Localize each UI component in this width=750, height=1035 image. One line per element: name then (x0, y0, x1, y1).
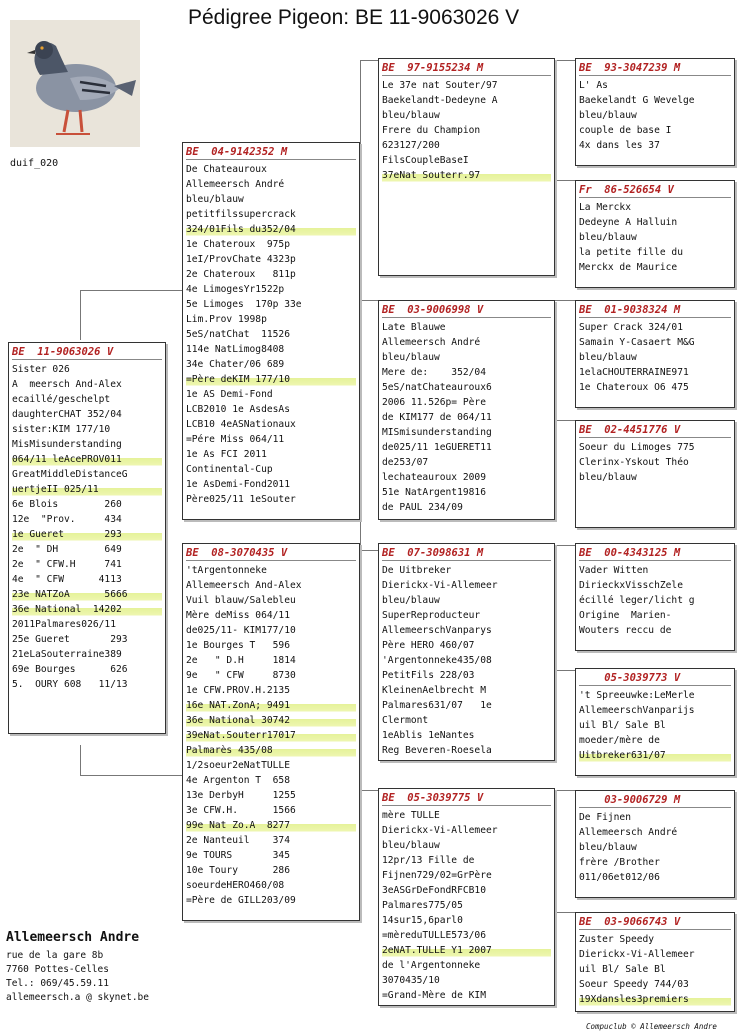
ring-number: BE 08-3070435 V (186, 546, 356, 561)
dam-dam-card: BE 05-3039775 V mère TULLE Dierickx-Vi-A… (378, 788, 555, 1006)
ring-number: BE 00-4343125 M (579, 546, 731, 561)
owner-phone: Tel.: 069/45.59.11 (6, 978, 109, 989)
owner-block: Allemeersch Andre rue de la gare 8b 7760… (6, 930, 149, 1005)
card-text: De Chateauroux Allemeersch André bleu/bl… (186, 162, 356, 507)
owner-city: 7760 Pottes-Celles (6, 964, 109, 975)
footer-credit: Compuclub © Allemeersch Andre (586, 1022, 717, 1031)
ring-number: BE 03-9006998 V (382, 303, 551, 318)
subject-card: BE 11-9063026 V Sister 026 A meersch And… (8, 342, 166, 734)
card-text: Soeur du Limoges 775 Clerinx-Yskout Théo… (579, 442, 695, 483)
ring-number: 05-3039773 V (579, 671, 731, 686)
owner-name: Allemeersch Andre (6, 930, 140, 945)
photo-caption: duif_020 (10, 158, 59, 169)
ring-number: BE 05-3039775 V (382, 791, 551, 806)
ring-number: Fr 86-526654 V (579, 183, 731, 198)
ring-number: BE 97-9155234 M (382, 61, 551, 76)
ring-number: BE 03-9066743 V (579, 915, 731, 930)
dss-card: BE 00-4343125 M Vader Witten DirieckxVis… (575, 543, 735, 651)
card-text: De Fijnen Allemeersch André bleu/blauw f… (579, 812, 678, 883)
sire-dam-card: BE 03-9006998 V Late Blauwe Allemeersch … (378, 300, 555, 520)
dsd-card: 05-3039773 V 't Spreeuwke:LeMerle Alleme… (575, 668, 735, 776)
card-text: L' As Baekelandt G Wevelge bleu/blauw co… (579, 80, 695, 151)
ring-number: BE 93-3047239 M (579, 61, 731, 76)
sire-sire-card: BE 97-9155234 M Le 37e nat Souter/97 Bae… (378, 58, 555, 276)
ring-number: BE 01-9038324 M (579, 303, 731, 318)
card-text: mère TULLE Dierickx-Vi-Allemeer bleu/bla… (382, 808, 551, 1003)
card-text: 'tArgentonneke Allemeersch And-Alex Vuil… (186, 563, 356, 908)
card-text: Super Crack 324/01 Samain Y-Casaert M&G … (579, 322, 695, 393)
card-text: La Merckx Dedeyne A Halluin bleu/blauw l… (579, 202, 683, 273)
card-text: Sister 026 A meersch And-Alex ecaillé/ge… (12, 362, 162, 692)
ring-number: 03-9006729 M (579, 793, 731, 808)
page-title: Pédigree Pigeon: BE 11-9063026 V (188, 6, 520, 29)
sds-card: BE 01-9038324 M Super Crack 324/01 Samai… (575, 300, 735, 408)
pigeon-photo (10, 20, 140, 147)
dds-card: 03-9006729 M De Fijnen Allemeersch André… (575, 790, 735, 898)
owner-email: allemeersch.a @ skynet.be (6, 992, 149, 1003)
ring-number: BE 11-9063026 V (12, 345, 162, 360)
ssd-card: Fr 86-526654 V La Merckx Dedeyne A Hallu… (575, 180, 735, 288)
owner-address: rue de la gare 8b (6, 950, 104, 961)
dam-card: BE 08-3070435 V 'tArgentonneke Allemeers… (182, 543, 360, 921)
sdd-card: BE 02-4451776 V Soeur du Limoges 775 Cle… (575, 420, 735, 528)
card-text: Le 37e nat Souter/97 Baekelandt-Dedeyne … (382, 78, 551, 183)
ddd-card: BE 03-9066743 V Zuster Speedy Dierickx-V… (575, 912, 735, 1012)
dam-sire-card: BE 07-3098631 M De Uitbreker Dierickx-Vi… (378, 543, 555, 761)
ring-number: BE 02-4451776 V (579, 423, 731, 438)
card-text: 't Spreeuwke:LeMerle AllemeerschVanparij… (579, 688, 731, 763)
ring-number: BE 04-9142352 M (186, 145, 356, 160)
card-text: Vader Witten DirieckxVisschZele écillé l… (579, 565, 695, 636)
ring-number: BE 07-3098631 M (382, 546, 551, 561)
card-text: Zuster Speedy Dierickx-Vi-Allemeer uil B… (579, 932, 731, 1007)
card-text: Late Blauwe Allemeersch André bleu/blauw… (382, 322, 492, 513)
card-text: De Uitbreker Dierickx-Vi-Allemeer bleu/b… (382, 565, 498, 756)
sire-card: BE 04-9142352 M De Chateauroux Allemeers… (182, 142, 360, 520)
sss-card: BE 93-3047239 M L' As Baekelandt G Wevel… (575, 58, 735, 166)
